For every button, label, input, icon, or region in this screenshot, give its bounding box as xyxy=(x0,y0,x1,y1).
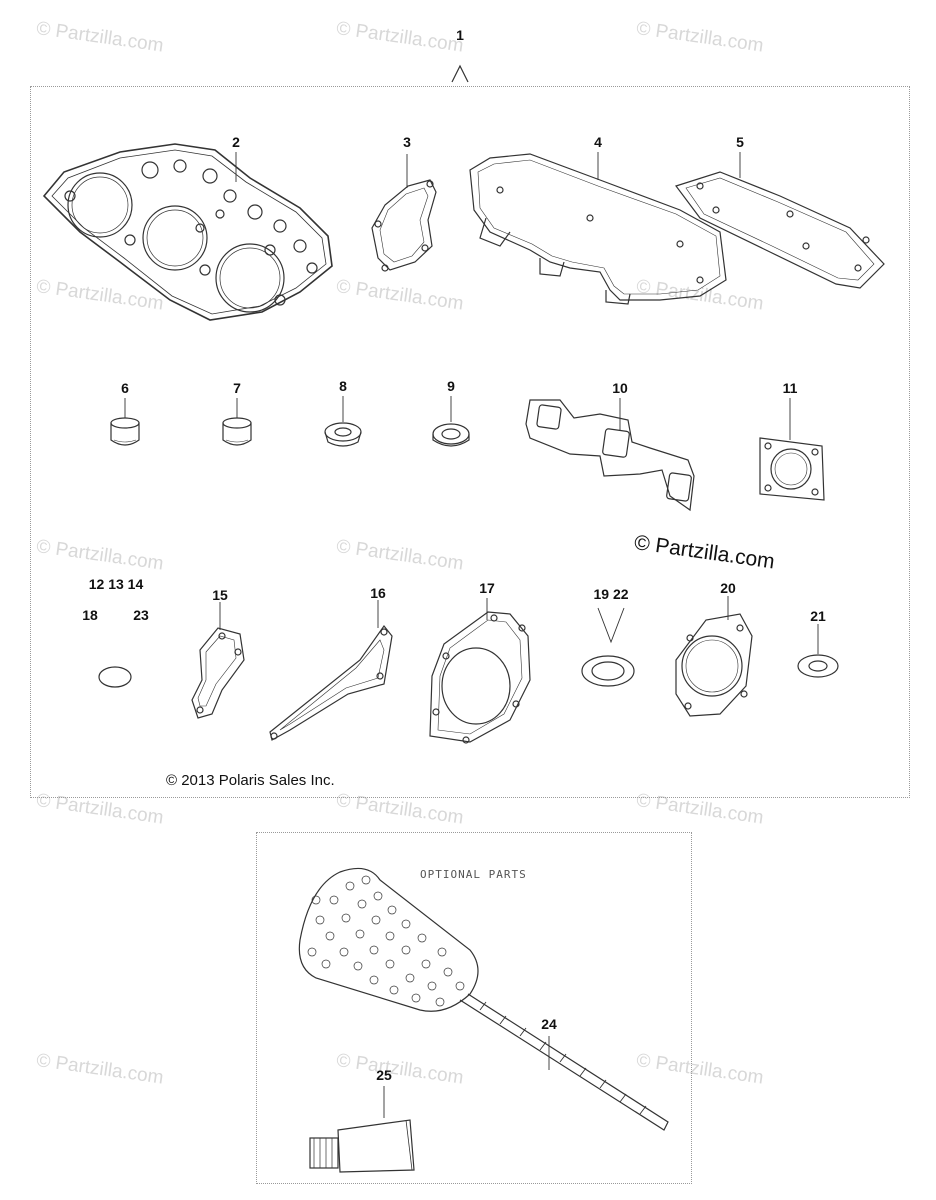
part-16-gasket xyxy=(269,625,393,741)
part-24-brush xyxy=(298,867,669,1131)
part-20-gasket xyxy=(675,613,753,717)
callout-8: 8 xyxy=(339,378,347,394)
callout-12-13-14: 12 13 14 xyxy=(88,576,144,592)
part-3-gasket xyxy=(371,179,437,272)
callout-4: 4 xyxy=(594,134,602,150)
callout-19-22: 19 22 xyxy=(593,586,629,602)
gasket-kit-frame xyxy=(30,86,910,798)
callout-20: 20 xyxy=(720,580,736,596)
part-5-gasket xyxy=(675,171,885,289)
part-12-o-ring xyxy=(98,666,132,688)
callout-9: 9 xyxy=(447,378,455,394)
callout-24: 24 xyxy=(541,1016,557,1032)
part-19-washer xyxy=(581,655,635,687)
callout-23: 23 xyxy=(133,607,149,623)
callout-10: 10 xyxy=(612,380,628,396)
callout-6: 6 xyxy=(121,380,129,396)
optional-parts-frame xyxy=(256,832,692,1184)
callout-5: 5 xyxy=(736,134,744,150)
callout-25: 25 xyxy=(376,1067,392,1083)
part-9-seal xyxy=(432,423,470,447)
callout-21: 21 xyxy=(810,608,826,624)
callout-18: 18 xyxy=(82,607,98,623)
callout-16: 16 xyxy=(370,585,386,601)
part-21-washer xyxy=(797,654,839,678)
kit-leader xyxy=(451,64,469,83)
part-6-valve-seal xyxy=(110,417,140,446)
callout-7: 7 xyxy=(233,380,241,396)
callout-2: 2 xyxy=(232,134,240,150)
copyright-text: © 2013 Polaris Sales Inc. xyxy=(166,772,335,789)
part-4-gasket xyxy=(469,153,727,305)
callout-17: 17 xyxy=(479,580,495,596)
part-2-head-gasket xyxy=(42,143,333,321)
part-15-gasket xyxy=(191,627,245,719)
part-7-valve-seal xyxy=(222,417,252,446)
part-8-grommet xyxy=(324,422,362,447)
part-11-gasket xyxy=(759,437,825,501)
part-25-tube xyxy=(309,1119,415,1173)
callout-11: 11 xyxy=(782,380,798,396)
part-10-manifold-gasket xyxy=(525,399,695,512)
callout-3: 3 xyxy=(403,134,411,150)
callout-15: 15 xyxy=(212,587,228,603)
part-24-brush-texture xyxy=(307,875,465,1007)
callout-1: 1 xyxy=(456,27,464,43)
part-17-gasket xyxy=(429,611,531,744)
optional-parts-label: OPTIONAL PARTS xyxy=(420,868,527,881)
